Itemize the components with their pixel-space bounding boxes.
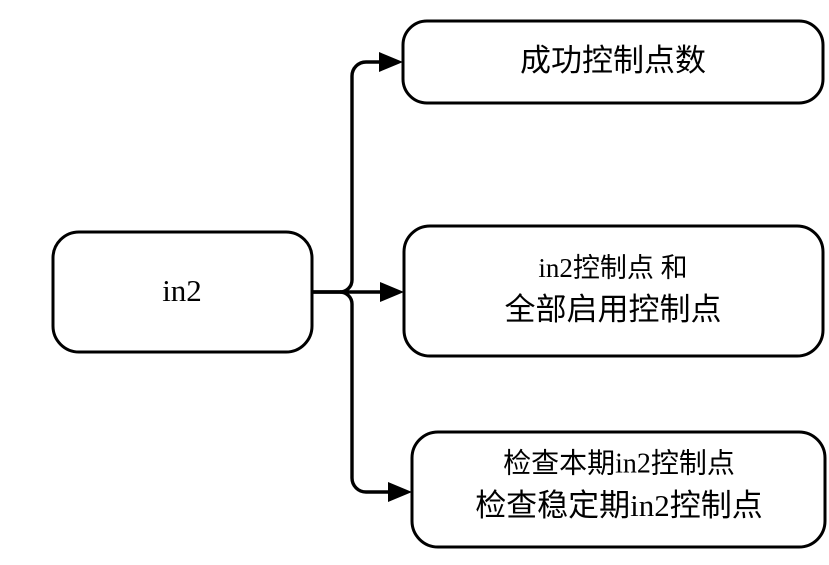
edge-source-to-target-3-line: [350, 304, 400, 494]
source-node-label: in2: [162, 273, 202, 308]
trunk-junction-lower: [339, 290, 354, 305]
target-node-2-label-line-1: in2控制点 和: [538, 253, 687, 283]
target-node-2[interactable]: in2控制点 和 全部启用控制点: [402, 224, 825, 358]
target-node-1-label-line-1: 成功控制点数: [520, 43, 706, 78]
source-node-box[interactable]: [51, 230, 314, 354]
source-node[interactable]: in2: [51, 230, 314, 354]
target-node-1-box[interactable]: [401, 19, 825, 105]
target-node-2-box[interactable]: [402, 224, 825, 358]
trunk-junction-upper: [339, 279, 354, 294]
target-node-3[interactable]: 检查本期in2控制点 检查稳定期in2控制点: [410, 430, 827, 549]
target-node-3-label-line-1: 检查本期in2控制点: [503, 447, 735, 479]
edge-source-to-target-1-line: [312, 60, 392, 294]
arrow-head-to-target-1: [379, 52, 403, 72]
target-node-3-box[interactable]: [410, 430, 827, 549]
connector-group: [312, 52, 412, 502]
target-node-1[interactable]: 成功控制点数: [401, 19, 825, 105]
arrow-head-to-target-2: [380, 282, 404, 302]
target-node-3-label-line-2: 检查稳定期in2控制点: [475, 488, 763, 523]
target-node-2-label-line-2: 全部启用控制点: [505, 292, 722, 327]
arrow-head-to-target-3: [388, 482, 412, 502]
